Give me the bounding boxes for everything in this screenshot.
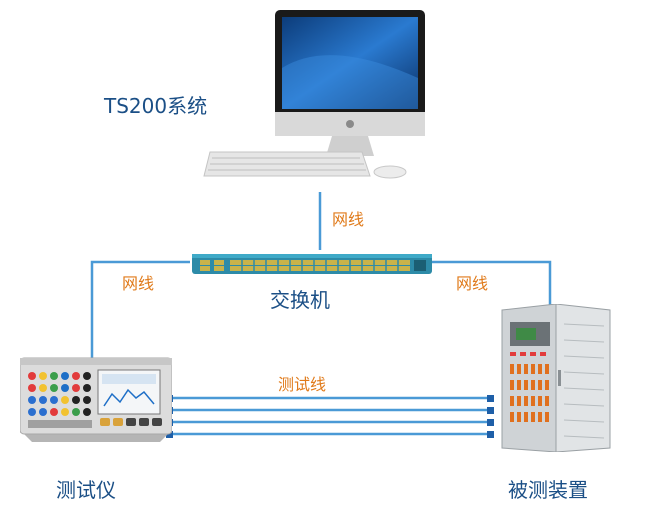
network-switch-icon <box>192 254 432 274</box>
test-wire-label: 测试线 <box>278 375 327 394</box>
cable-line-right <box>432 260 552 310</box>
device-cabinet-icon <box>501 304 611 452</box>
cable-line-left <box>90 260 190 358</box>
keyboard-icon <box>203 151 371 177</box>
system-title: TS200系统 <box>104 94 208 118</box>
cable-label-right: 网线 <box>456 274 489 293</box>
tester-label: 测试仪 <box>56 478 116 502</box>
test-wires <box>166 395 494 438</box>
device-label: 被测装置 <box>508 478 588 502</box>
mouse-icon <box>373 165 407 179</box>
cable-label-left: 网线 <box>122 274 155 293</box>
switch-label: 交换机 <box>270 288 330 312</box>
cable-label-top: 网线 <box>332 210 365 229</box>
desktop-computer-icon <box>275 10 425 156</box>
relay-tester-icon <box>20 357 172 442</box>
